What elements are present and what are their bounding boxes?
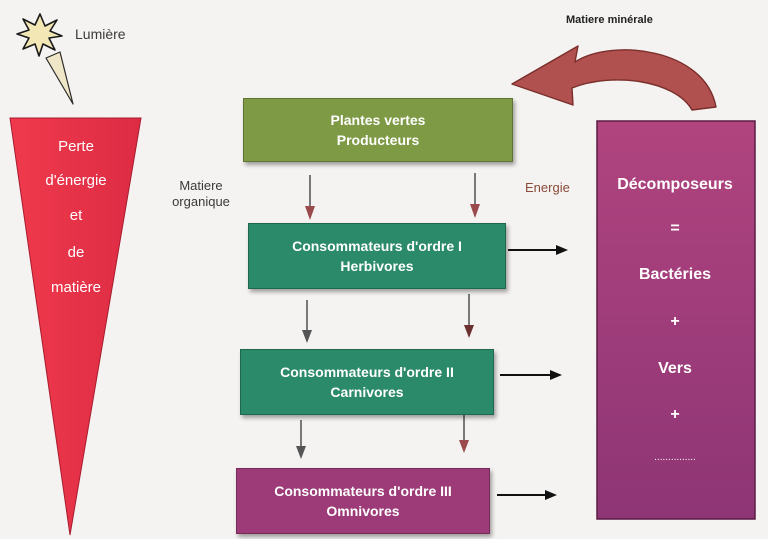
flow-arrowhead-right-2	[464, 325, 474, 338]
loss-text-line2: d'énergie	[45, 172, 107, 189]
to-decomposers-arrowhead-1	[556, 245, 568, 255]
decomposers-equals: =	[670, 220, 680, 237]
decomposers-box-bg	[596, 120, 756, 520]
loss-text-line5: matière	[50, 279, 102, 296]
flow-arrowhead-right-1	[470, 204, 480, 218]
loss-triangle	[9, 117, 142, 536]
consumers-3-title: Consommateurs d'ordre III	[274, 483, 452, 499]
decomposers-item-worms: Vers	[658, 360, 692, 377]
loss-text-line4: de	[67, 244, 85, 261]
loss-text-line1: Perte	[58, 138, 94, 155]
consumers-order-3-box: Consommateurs d'ordre III Omnivores	[236, 468, 490, 534]
flow-arrowhead-right-3	[459, 440, 469, 453]
flow-arrowhead-left-3	[296, 446, 306, 459]
decomposers-plus-1: +	[670, 313, 680, 330]
decomposers-more: ...............	[654, 452, 696, 463]
consumers-order-1-box: Consommateurs d'ordre I Herbivores	[248, 223, 506, 289]
decomposers-title: Décomposeurs	[617, 176, 733, 193]
sun-icon	[16, 13, 63, 57]
organic-label-line1: Matiere	[179, 178, 223, 193]
light-label: Lumière	[75, 26, 126, 42]
consumers-2-subtitle: Carnivores	[330, 384, 404, 400]
curved-arrow-icon	[511, 45, 717, 111]
mineral-matter-label: Matiere minérale	[566, 14, 653, 26]
flow-arrowhead-left-1	[305, 206, 315, 220]
to-decomposers-arrowhead-2	[550, 370, 562, 380]
consumers-2-title: Consommateurs d'ordre II	[280, 364, 454, 380]
producers-subtitle: Producteurs	[336, 132, 420, 148]
loss-text-line3: et	[69, 207, 83, 224]
producers-title: Plantes vertes	[330, 112, 426, 128]
producers-box: Plantes vertes Producteurs	[243, 98, 513, 162]
to-decomposers-arrowhead-3	[545, 490, 557, 500]
consumers-1-title: Consommateurs d'ordre I	[292, 238, 462, 254]
flow-arrowhead-left-2	[302, 330, 312, 343]
light-beam-icon	[45, 51, 74, 105]
decomposers-item-bacteria: Bactéries	[638, 266, 712, 283]
organic-matter-label: Matiere organique	[160, 178, 242, 210]
consumers-order-2-box: Consommateurs d'ordre II Carnivores	[240, 349, 494, 415]
consumers-3-subtitle: Omnivores	[326, 503, 400, 519]
consumers-1-subtitle: Herbivores	[340, 258, 414, 274]
organic-label-line2: organique	[172, 194, 230, 209]
decomposers-plus-2: +	[670, 406, 680, 423]
energy-label: Energie	[525, 180, 570, 195]
